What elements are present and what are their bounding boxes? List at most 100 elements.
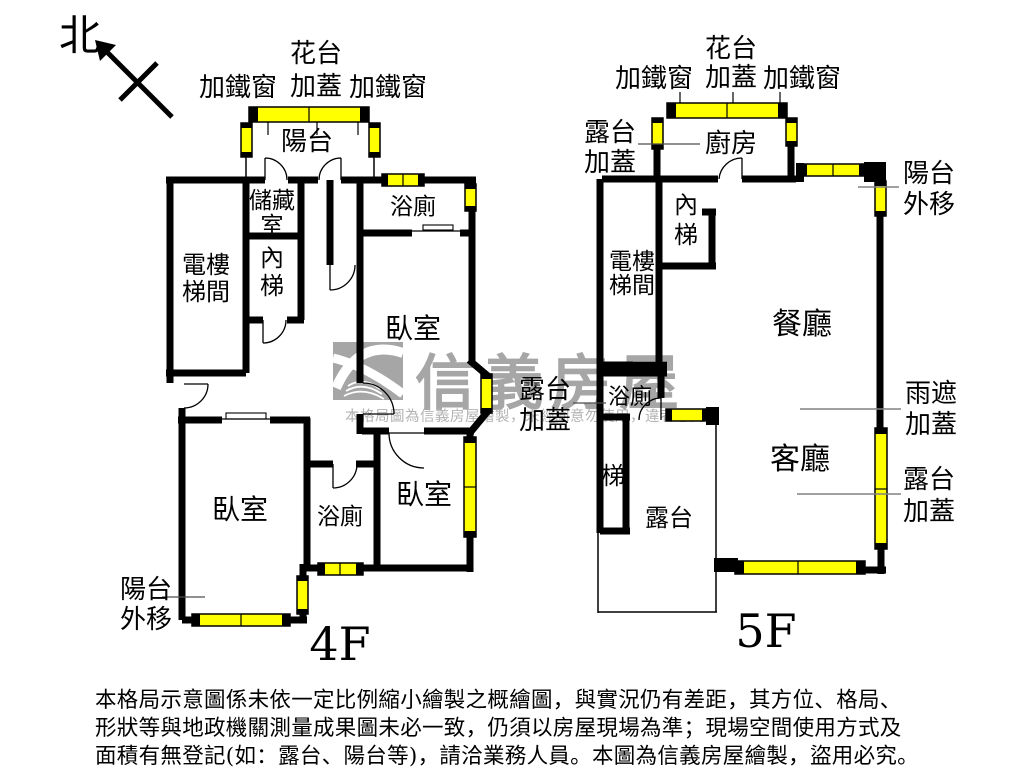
flower-bed-label: 花台 [705,34,757,64]
elevator-label-2: 梯間 [609,273,655,299]
floor-label-4f: 4F [309,617,370,671]
disclaimer: 本格局示意圖係未依一定比例縮小繪製之概繪圖，與實況仍有差距，其方位、格局、 形狀… [95,688,919,768]
annotation-ticks-4f [267,122,359,135]
living-label: 客廳 [770,442,830,477]
window-cap [464,531,476,537]
corner-cap-5f [706,407,719,425]
window-cap [735,561,744,574]
balcony-window-left-4f [240,122,253,158]
window-cap [282,614,290,626]
window-cap [249,107,258,122]
window-cap [465,184,476,189]
north-arrow-head [95,40,116,61]
terrace-cov-right-label-1: 露台 [903,465,955,495]
balcony-side-walls-4f [245,155,375,177]
storage-label-1: 儲藏 [249,188,295,214]
window-cap [297,576,308,581]
inner-stair-label-1: 內 [260,244,284,272]
sinyi-logo-swoosh-2 [331,353,406,398]
window-cap [652,144,663,149]
window-cap [241,152,252,157]
covered-label: 加蓋 [705,63,757,93]
rain-cover-label-1: 雨遮 [905,379,957,409]
floor-label-5f: 5F [735,604,796,658]
iron-window-left-label: 加鐵窗 [615,64,693,94]
rain-cover-label-2: 加蓋 [905,410,957,440]
north-label: 北 [59,11,101,60]
disclaimer-line-3: 面積有無登記(如：露台、陽台等)，請洽業務人員。本圖為信義房屋繪製，盜用必究。 [95,744,919,768]
bedroom-br-label: 臥室 [396,478,452,511]
corner-cap-top-right-5f [864,162,886,182]
bathroom-label: 浴廁 [608,385,652,410]
stair-label: 梯 [601,462,625,490]
terrace-cov-mid-label-2: 加蓋 [519,406,571,436]
bath-bottom-window-5f [665,408,709,422]
inner-stair-label-1: 內 [674,191,698,219]
window-cap [464,437,476,443]
window-cap [786,141,797,146]
bedroom-bl-corner-window-4f [296,575,309,615]
window-cap [360,107,369,122]
elevator-label-1: 電樓 [609,249,655,275]
balcony-ext-label-2: 外移 [903,190,955,220]
window-cap [778,103,787,118]
living-window-left-cap-5f [714,558,738,572]
window-cap [418,174,424,186]
terrace-label: 露台 [645,504,693,532]
living-bottom-window-5f [734,560,866,575]
kitchen-label: 廚房 [705,129,757,159]
window-cap [192,614,200,626]
terrace-cov-right-label-2: 加蓋 [903,497,955,527]
balcony-ext-label-2: 外移 [120,605,172,635]
bedroom-mid-window-4f [480,373,493,414]
window-cap [875,543,887,549]
inner-stair-label-2: 梯 [260,272,284,300]
iron-window-left-label: 加鐵窗 [199,73,277,103]
sliding-door-pocket-bath-4f [422,224,454,231]
window-cap [875,181,886,186]
door-arcs-5f [638,157,743,421]
disclaimer-line-2: 形狀等與地政機關測量成果圖未必一致，仍須以房屋現場為準；現場空間使用方式及 [95,716,902,741]
window-cap [702,409,708,421]
iron-window-right-label: 加鐵窗 [763,64,841,94]
labels-5f: 花台 加鐵窗 加蓋 加鐵窗 露台 加蓋 廚房 陽台 外移 內 梯 電樓 梯間 餐… [519,34,957,658]
terrace-cov-tl-label-1: 露台 [584,118,636,148]
floor-plan-5f: 花台 加鐵窗 加蓋 加鐵窗 露台 加蓋 廚房 陽台 外移 內 梯 電樓 梯間 餐… [519,34,957,658]
window-cap [382,174,388,186]
balcony-ext-label-1: 陽台 [120,575,172,605]
window-cap [667,103,676,118]
elevator-label-2: 梯間 [182,278,230,306]
door-arcs-4f [183,157,425,489]
window-cap [800,164,807,176]
window-cap [241,123,252,128]
window-cap [856,561,865,574]
window-cap [786,118,797,123]
window-cap [481,374,492,379]
windows-5f [651,102,888,575]
window-cap [481,408,492,413]
window-cap [297,609,308,614]
disclaimer-line-1: 本格局示意圖係未依一定比例縮小繪製之概繪圖，與實況仍有差距，其方位、格局、 [95,688,902,713]
window-cap [356,563,363,575]
terrace-cov-mid-label-1: 露台 [519,375,571,405]
windows-4f [191,106,493,627]
balcony-ext-label-1: 陽台 [903,159,955,189]
labels-4f: 花台 加鐵窗 加蓋 加鐵窗 陽台 儲藏 室 浴廁 電樓 梯間 內 梯 臥室 臥室… [120,39,452,671]
window-cap [465,206,476,211]
sinyi-logo-swoosh-1 [331,344,405,391]
dining-label: 餐廳 [772,307,832,342]
window-cap [875,211,886,216]
balcony-window-side-5f [874,180,887,217]
window-cap [875,428,887,434]
sliding-door-pocket-bedroom-4f [225,412,267,420]
window-cap [369,123,380,128]
window-cap [318,563,325,575]
flower-bed-label: 花台 [290,39,342,69]
elevator-label-1: 電樓 [182,251,230,279]
balcony-window-right-4f [368,122,381,158]
floor-plan-4f: 花台 加鐵窗 加蓋 加鐵窗 陽台 儲藏 室 浴廁 電樓 梯間 內 梯 臥室 臥室… [120,39,493,671]
terrace-outline-5f [597,424,717,613]
watermark-brand-text: 信義房屋 [415,349,687,419]
